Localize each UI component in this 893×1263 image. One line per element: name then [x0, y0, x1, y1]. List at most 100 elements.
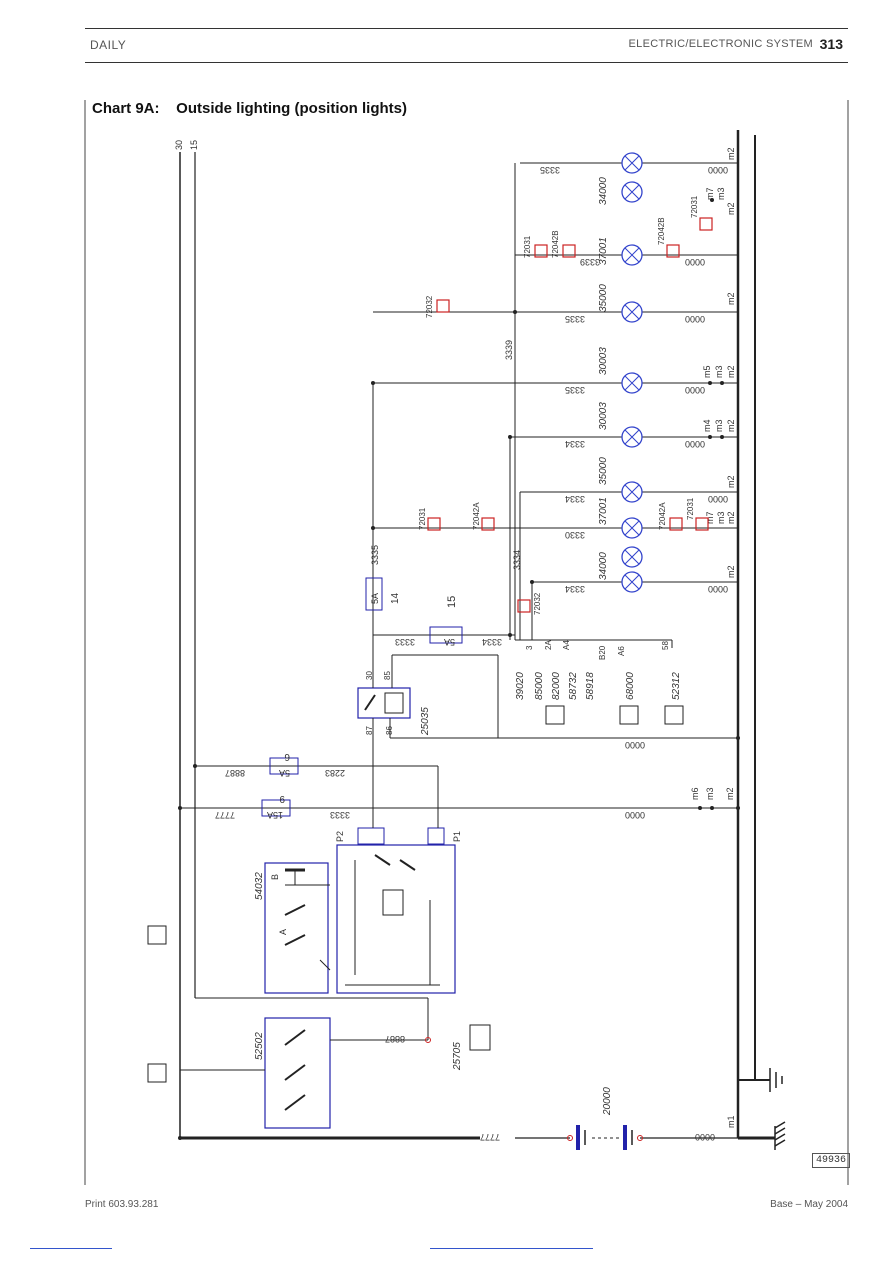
- svg-text:m2: m2: [726, 147, 736, 160]
- svg-text:0000: 0000: [685, 439, 705, 449]
- chart-title: Chart 9A: Outside lighting (position lig…: [92, 100, 407, 117]
- relay-pin-30: 30: [365, 671, 374, 680]
- label-0000-f9: 0000: [625, 810, 645, 820]
- svg-text:0000: 0000: [685, 314, 705, 324]
- svg-text:m7: m7: [705, 511, 715, 524]
- connector-72031-right2: [695, 517, 709, 531]
- header-left: DAILY: [90, 38, 127, 52]
- output-68000: 68000: [625, 672, 636, 700]
- label-30: 30: [174, 140, 184, 150]
- svg-text:3334: 3334: [565, 439, 585, 449]
- svg-text:m7: m7: [705, 187, 715, 200]
- label-3335-bus: 3335: [370, 545, 380, 565]
- footer-print: Print 603.93.281: [85, 1199, 159, 1210]
- fuse-15: [429, 626, 463, 644]
- relay-coil: [384, 692, 404, 714]
- svg-text:m2: m2: [726, 292, 736, 305]
- svg-text:3335: 3335: [540, 165, 560, 175]
- svg-text:2A: 2A: [544, 640, 553, 650]
- switch-unit-code: 54032: [254, 872, 265, 900]
- svg-text:B20: B20: [598, 645, 607, 660]
- ignition-code: 52502: [254, 1032, 265, 1060]
- label-m2-f9: m2: [725, 787, 735, 800]
- relay-contact: [364, 694, 376, 711]
- position-light-icon-left: [147, 925, 167, 945]
- connector-72031-mid: [427, 517, 441, 531]
- connector-codes: 72031 72042B 72042B 72031 72032 72031 72…: [418, 195, 699, 615]
- svg-text:3335: 3335: [565, 385, 585, 395]
- svg-text:3334: 3334: [565, 494, 585, 504]
- label-3333-f15: 3333: [395, 637, 415, 647]
- label-3339: 3339: [504, 340, 514, 360]
- svg-text:30003: 30003: [598, 402, 609, 430]
- lamp-wires: 3335 3339 3335 3335 3334 3334 3330 3334: [540, 165, 600, 594]
- svg-text:0000: 0000: [708, 584, 728, 594]
- battery-code: 20000: [602, 1087, 613, 1116]
- fuse-14-id: 14: [390, 592, 401, 604]
- svg-text:72042A: 72042A: [658, 502, 667, 530]
- svg-text:37001: 37001: [598, 237, 609, 265]
- svg-text:37001: 37001: [598, 497, 609, 525]
- label-2283: 2283: [325, 768, 345, 778]
- svg-text:3335: 3335: [565, 314, 585, 324]
- fuse-6-id: 6: [284, 751, 290, 762]
- svg-text:72032: 72032: [425, 295, 434, 318]
- page-number: 313: [819, 36, 843, 52]
- label-3334-f15: 3334: [482, 637, 502, 647]
- svg-text:A6: A6: [617, 646, 626, 656]
- label-m3-f9: m3: [705, 787, 715, 800]
- label-p1: P1: [452, 831, 462, 842]
- connector-p2: [357, 827, 385, 845]
- svg-text:m2: m2: [726, 419, 736, 432]
- label-m1: m1: [726, 1115, 736, 1128]
- ignition-switch-contacts: [284, 1029, 306, 1111]
- svg-text:3334: 3334: [565, 584, 585, 594]
- svg-text:3330: 3330: [565, 530, 585, 540]
- connector-72042B-right: [666, 244, 680, 258]
- svg-text:m3: m3: [716, 187, 726, 200]
- dash-icon-out: [664, 705, 684, 725]
- output-52312: 52312: [671, 672, 682, 700]
- plug-code: 25705: [452, 1042, 463, 1071]
- output-39020: 39020: [515, 672, 526, 700]
- connector-72042A-mid: [481, 517, 495, 531]
- svg-text:0000: 0000: [685, 385, 705, 395]
- output-pins: 3 2A A4 B20 A6 58: [525, 640, 670, 660]
- svg-text:72031: 72031: [686, 497, 695, 520]
- svg-text:m2: m2: [726, 202, 736, 215]
- label-A: A: [278, 929, 288, 935]
- relay-pin-87: 87: [365, 726, 374, 735]
- chassis-ground-icon: [774, 1121, 786, 1150]
- figure-code: 49936: [812, 1153, 851, 1168]
- switch-unit-box-b: [336, 844, 456, 994]
- svg-text:72031: 72031: [523, 235, 532, 258]
- output-58918: 58918: [585, 672, 596, 700]
- svg-text:34000: 34000: [598, 177, 609, 205]
- svg-text:35000: 35000: [598, 284, 609, 312]
- svg-text:0000: 0000: [685, 257, 705, 267]
- footer-link-center[interactable]: [430, 1248, 593, 1249]
- junction-dots: [178, 198, 740, 1140]
- svg-text:72042A: 72042A: [472, 502, 481, 530]
- fuse-6-rating: 5A: [279, 768, 290, 778]
- svg-text:35000: 35000: [598, 457, 609, 485]
- svg-text:34000: 34000: [598, 552, 609, 580]
- lamp-zero-labels: 0000 0000 0000 0000 0000 0000 0000: [685, 165, 728, 594]
- ignition-switch-box: [264, 1017, 331, 1129]
- header-section: ELECTRIC/ELECTRONIC SYSTEM: [628, 38, 813, 50]
- output-82000: 82000: [551, 672, 562, 700]
- fuse-14: [365, 577, 383, 611]
- connector-72042B-top: [562, 244, 576, 258]
- relay-box: [357, 687, 411, 719]
- label-7777-25: 7777: [215, 810, 235, 820]
- svg-text:3: 3: [525, 645, 534, 650]
- svg-text:72032: 72032: [533, 592, 542, 615]
- key-icon-left: [147, 1063, 167, 1083]
- svg-text:m3: m3: [714, 365, 724, 378]
- label-battery-7777: 7777: [480, 1132, 500, 1142]
- footer-link-left[interactable]: [30, 1248, 112, 1249]
- header-top-rule: [85, 28, 848, 29]
- fuse-14-rating: 5A: [370, 593, 380, 604]
- svg-text:m3: m3: [714, 419, 724, 432]
- svg-text:m3: m3: [716, 511, 726, 524]
